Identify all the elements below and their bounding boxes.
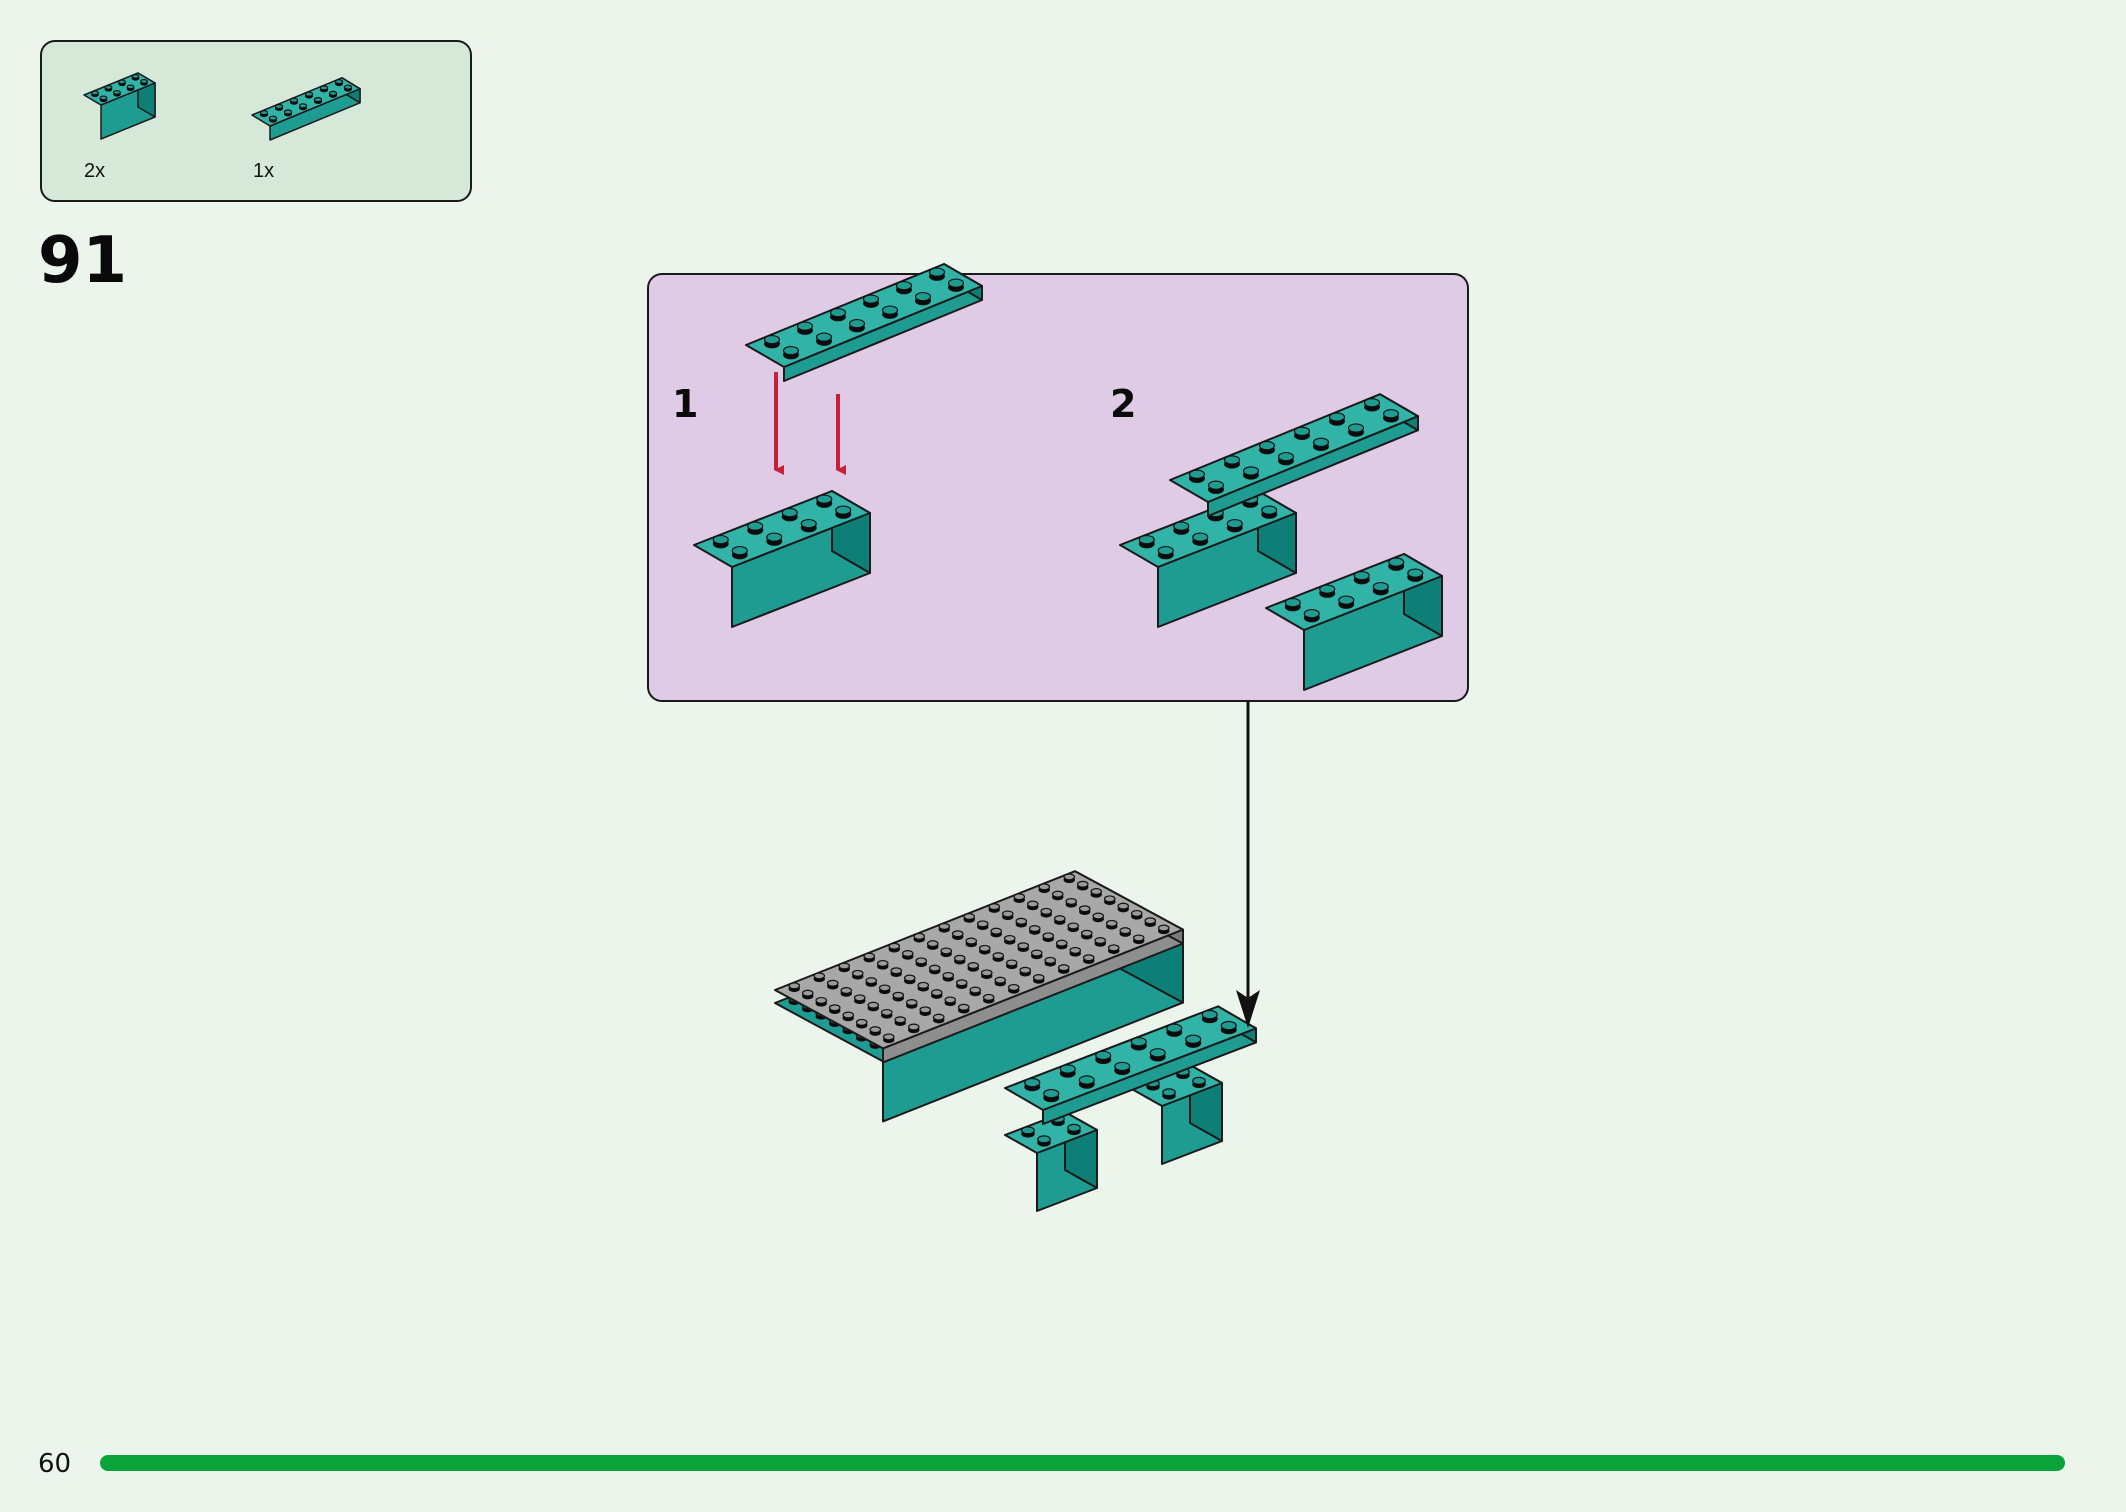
- part-quantity: 2x: [84, 160, 105, 182]
- sub-step-number: 1: [672, 382, 698, 426]
- sub-step-2-assembly: [1119, 393, 1443, 691]
- brick-2x4-teal-icon: [83, 72, 156, 140]
- step-number: 91: [38, 224, 127, 298]
- sub-step-number: 2: [1110, 382, 1136, 426]
- sub-step-1-plate-2x6: [745, 263, 983, 382]
- main-model: [774, 870, 1257, 1212]
- page-number: 60: [38, 1449, 71, 1479]
- sub-assembly-callout: 1 2: [647, 263, 1469, 702]
- connector-arrow: [1236, 701, 1260, 1028]
- sub-step-1-brick-2x4: [693, 490, 871, 628]
- progress-bar: [100, 1455, 2065, 1471]
- parts-list: 2x 1x: [40, 40, 472, 202]
- part-quantity: 1x: [253, 160, 274, 182]
- callout-panel: [647, 273, 1469, 702]
- plate-2x6-teal-icon: [251, 77, 361, 141]
- progress-bar-fill: [100, 1455, 2065, 1471]
